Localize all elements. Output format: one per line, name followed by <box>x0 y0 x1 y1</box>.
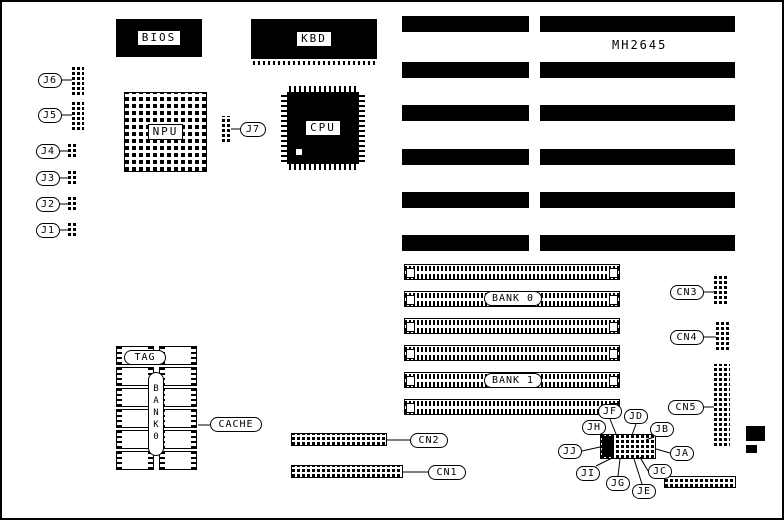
kbd-label: KBD <box>296 31 332 47</box>
connector-label-j1: J1 <box>36 223 60 238</box>
connector-label-cn5: CN5 <box>668 400 704 415</box>
cpu-pins-bottom <box>289 164 357 170</box>
pin-header-j7 <box>222 116 231 142</box>
connector-label-cn2: CN2 <box>410 433 448 448</box>
cache-chip <box>159 451 197 470</box>
isa-slot <box>540 235 735 251</box>
isa-slot <box>402 62 529 78</box>
cache-chip <box>116 430 154 449</box>
connector-label-j4: J4 <box>36 144 60 159</box>
pin-header-j1 <box>68 223 77 236</box>
edge-connector-bottom <box>746 445 757 453</box>
jumper-label-jf: JF <box>598 404 622 419</box>
cpu-pins-left <box>281 94 287 162</box>
jumper-label-jj: JJ <box>558 444 582 459</box>
isa-slot <box>402 149 529 165</box>
cache-chip <box>116 451 154 470</box>
cache-chip <box>159 388 197 407</box>
pin-header-j4 <box>68 144 77 157</box>
edge-connector-top <box>746 426 765 441</box>
cache-chip <box>116 367 154 386</box>
isa-slot <box>540 62 735 78</box>
cache-chip <box>159 430 197 449</box>
cpu-pins-top <box>289 86 357 92</box>
npu-socket: NPU <box>124 92 207 172</box>
connector-label-cn3: CN3 <box>670 285 704 300</box>
kbd-socket-pins <box>253 61 375 65</box>
bank0-label: BANK 0 <box>484 291 542 306</box>
jumper-label-jd: JD <box>624 409 648 424</box>
isa-slot <box>540 105 735 121</box>
isa-slot <box>402 235 529 251</box>
bios-chip: BIOS <box>116 19 202 57</box>
simm-socket <box>404 399 620 415</box>
cache-chip <box>116 388 154 407</box>
pin-header-cn1 <box>291 465 403 478</box>
cpu-chip: CPU <box>281 86 365 170</box>
cache-chip <box>159 367 197 386</box>
connector-label-j3: J3 <box>36 171 60 186</box>
isa-slot <box>540 149 735 165</box>
isa-slot <box>402 16 529 32</box>
tag-label: TAG <box>124 350 166 365</box>
isa-slot <box>540 16 735 32</box>
pin-header-j5 <box>72 100 84 130</box>
board-model-text: MH2645 <box>612 38 668 52</box>
cache-chip <box>116 409 154 428</box>
npu-label: NPU <box>147 124 184 140</box>
cpu-pins-right <box>359 94 365 162</box>
bottom-right-pin-strip <box>664 476 736 488</box>
simm-socket <box>404 264 620 280</box>
pin-header-cn5 <box>714 364 730 446</box>
simm-socket <box>404 345 620 361</box>
jumper-label-je: JE <box>632 484 656 499</box>
jumper-block <box>600 434 656 459</box>
pin-header-j2 <box>68 197 77 210</box>
simm-socket <box>404 318 620 334</box>
connector-label-j2: J2 <box>36 197 60 212</box>
isa-slot <box>402 192 529 208</box>
cache-chip <box>159 409 197 428</box>
connector-label-j6: J6 <box>38 73 62 88</box>
jumper-label-jg: JG <box>606 476 630 491</box>
cache-label: CACHE <box>210 417 262 432</box>
connector-label-j7: J7 <box>240 122 266 137</box>
pin-header-cn3 <box>714 274 729 304</box>
cache-bank0-label: BANK0 <box>148 372 164 456</box>
connector-label-cn1: CN1 <box>428 465 466 480</box>
jumper-label-ji: JI <box>576 466 600 481</box>
pin-header-cn2 <box>291 433 387 446</box>
jumper-label-jb: JB <box>650 422 674 437</box>
jumper-label-jc: JC <box>648 464 672 479</box>
pin1-marker <box>296 149 302 155</box>
connector-label-cn4: CN4 <box>670 330 704 345</box>
isa-slot <box>540 192 735 208</box>
cpu-label: CPU <box>305 120 341 136</box>
isa-slot <box>402 105 529 121</box>
pin-header-j6 <box>72 65 84 95</box>
kbd-chip: KBD <box>251 19 377 59</box>
connector-label-j5: J5 <box>38 108 62 123</box>
jumper-label-ja: JA <box>670 446 694 461</box>
bios-label: BIOS <box>136 30 182 46</box>
bank1-label: BANK 1 <box>484 373 542 388</box>
pin-header-j3 <box>68 171 77 184</box>
jumper-block-cap <box>602 436 614 457</box>
pin-header-cn4 <box>716 320 729 350</box>
jumper-label-jh: JH <box>582 420 606 435</box>
